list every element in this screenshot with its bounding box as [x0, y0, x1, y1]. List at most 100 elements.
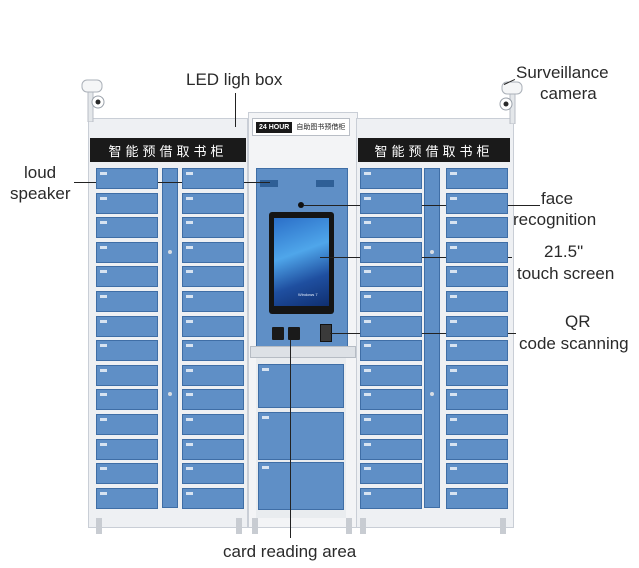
card-pointer-line — [290, 340, 291, 538]
face-camera-icon — [298, 202, 304, 208]
card-reader-icon-2[interactable] — [288, 327, 300, 340]
right-b-locker-door[interactable] — [446, 463, 508, 485]
right-banner: 智能预借取书柜 — [358, 138, 510, 162]
led-pointer-line — [235, 93, 236, 127]
screen-os-text: Windows 7 — [298, 292, 318, 297]
left-b-locker-door[interactable] — [182, 266, 244, 288]
right-b-locker-door[interactable] — [446, 364, 508, 386]
left-a-locker-door[interactable] — [96, 438, 158, 460]
qr-code-label-line2: code scanning — [519, 334, 629, 353]
right-a-locker-door[interactable] — [360, 291, 422, 312]
left-a-locker-door[interactable] — [96, 487, 158, 509]
touch-screen-label-line2: touch screen — [517, 264, 615, 283]
left-a-locker-door[interactable] — [96, 364, 158, 386]
right-a-locker-door[interactable] — [360, 463, 422, 485]
right-strip-knob-top — [430, 250, 434, 254]
left-a-locker-door[interactable] — [96, 340, 158, 362]
left-a-locker-door[interactable] — [96, 192, 158, 214]
left-a-locker-door[interactable] — [96, 266, 158, 288]
right-a-locker-door[interactable] — [360, 217, 422, 239]
speaker-grille-right — [316, 180, 334, 187]
right-b-locker-door[interactable] — [446, 168, 508, 189]
right-b-locker-door[interactable] — [446, 315, 508, 337]
left-a-locker-door[interactable] — [96, 241, 158, 263]
surveillance-camera-label-line1: Surveillance — [516, 63, 609, 82]
right-a-locker-door[interactable] — [360, 414, 422, 435]
right-a-locker-door[interactable] — [360, 340, 422, 362]
face-recognition-label-line2: recognition — [513, 210, 597, 229]
left-strip-knob-bottom — [168, 392, 172, 396]
right-b-locker-door[interactable] — [446, 340, 508, 362]
left-b-locker-door[interactable] — [182, 241, 244, 263]
speaker-grille-left — [260, 180, 278, 187]
left-center-strip — [162, 168, 178, 508]
center-locker-3[interactable] — [258, 462, 344, 510]
right-a-locker-door[interactable] — [360, 389, 422, 411]
card-reading-area-label: card reading area — [223, 542, 357, 561]
left-b-locker-door[interactable] — [182, 217, 244, 239]
right-a-locker-door[interactable] — [360, 192, 422, 214]
card-reader-icon[interactable] — [272, 327, 284, 340]
left-a-locker-door[interactable] — [96, 291, 158, 312]
left-banner: 智能预借取书柜 — [90, 138, 246, 162]
left-b-locker-door[interactable] — [182, 291, 244, 312]
left-a-locker-door[interactable] — [96, 389, 158, 411]
left-a-locker-door[interactable] — [96, 168, 158, 189]
right-a-locker-door[interactable] — [360, 438, 422, 460]
center-locker-2[interactable] — [258, 412, 344, 460]
speaker-pointer-line — [74, 182, 270, 183]
surveillance-camera-label-line2: camera — [540, 84, 597, 103]
left-a-locker-door[interactable] — [96, 217, 158, 239]
right-a-locker-door[interactable] — [360, 266, 422, 288]
face-pointer-line — [304, 205, 540, 206]
right-center-strip — [424, 168, 440, 508]
left-b-locker-door[interactable] — [182, 168, 244, 189]
right-a-locker-door[interactable] — [360, 487, 422, 509]
right-b-locker-door[interactable] — [446, 487, 508, 509]
left-b-locker-door[interactable] — [182, 463, 244, 485]
left-b-locker-door[interactable] — [182, 487, 244, 509]
touch-screen-bezel[interactable]: Windows 7 — [269, 212, 334, 314]
right-a-locker-door[interactable] — [360, 315, 422, 337]
left-strip-knob-top — [168, 250, 172, 254]
right-a-locker-door[interactable] — [360, 168, 422, 189]
center-locker-1[interactable] — [258, 364, 344, 408]
left-a-locker-door[interactable] — [96, 414, 158, 435]
left-a-locker-door[interactable] — [96, 315, 158, 337]
sign-badge: 24 HOUR — [256, 121, 293, 133]
right-a-locker-door[interactable] — [360, 364, 422, 386]
left-b-locker-door[interactable] — [182, 414, 244, 435]
surveillance-camera-icon-right — [499, 81, 523, 124]
left-b-locker-door[interactable] — [182, 389, 244, 411]
left-leg-1 — [96, 518, 102, 534]
right-b-locker-door[interactable] — [446, 389, 508, 411]
right-b-locker-door[interactable] — [446, 192, 508, 214]
left-leg-2 — [236, 518, 242, 534]
right-b-locker-door[interactable] — [446, 438, 508, 460]
loud-speaker-label-line2: speaker — [10, 184, 71, 203]
left-b-locker-door[interactable] — [182, 340, 244, 362]
right-b-locker-door[interactable] — [446, 414, 508, 435]
led-light-box: 24 HOUR 自助图书预借柜 — [252, 118, 350, 136]
surveillance-camera-icon-left — [81, 79, 105, 122]
left-a-locker-door[interactable] — [96, 463, 158, 485]
left-b-locker-door[interactable] — [182, 364, 244, 386]
center-leg-2 — [346, 518, 352, 534]
right-leg-1 — [360, 518, 366, 534]
touch-screen-display[interactable]: Windows 7 — [274, 218, 329, 306]
right-strip-knob-bottom — [430, 392, 434, 396]
touch-screen-label-line1: 21.5" — [544, 242, 584, 261]
qr-pointer-line — [330, 333, 516, 334]
right-a-locker-door[interactable] — [360, 241, 422, 263]
right-b-locker-door[interactable] — [446, 291, 508, 312]
right-b-locker-door[interactable] — [446, 217, 508, 239]
right-b-locker-door[interactable] — [446, 266, 508, 288]
loud-speaker-label-line1: loud — [24, 163, 57, 182]
left-b-locker-door[interactable] — [182, 315, 244, 337]
left-b-locker-door[interactable] — [182, 438, 244, 460]
right-b-locker-door[interactable] — [446, 241, 508, 263]
led-light-box-label: LED ligh box — [186, 70, 283, 89]
qr-code-label-line1: QR — [565, 312, 591, 331]
left-b-locker-door[interactable] — [182, 192, 244, 214]
right-leg-2 — [500, 518, 506, 534]
